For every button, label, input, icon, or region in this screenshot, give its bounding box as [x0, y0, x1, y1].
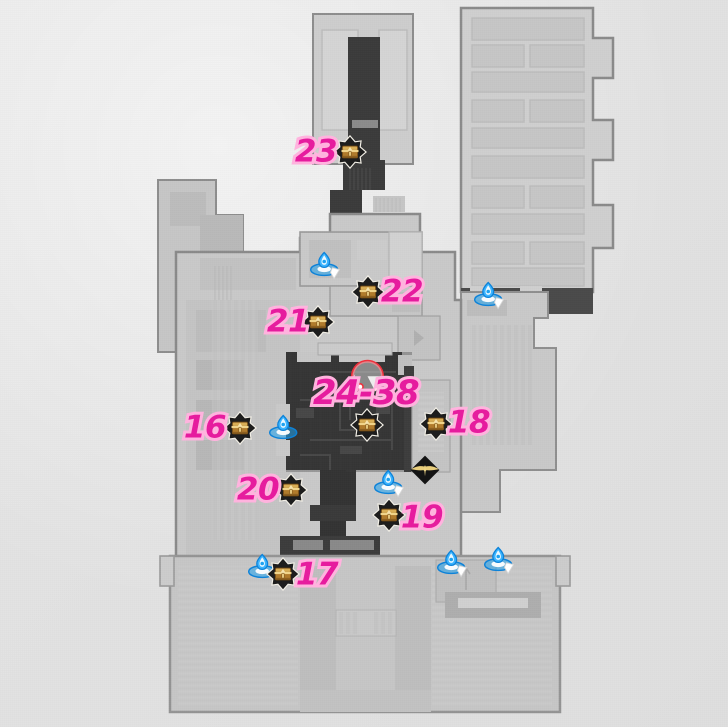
map-number-label-text: 17 — [295, 556, 339, 593]
map-number-label-text: 21 — [266, 303, 310, 340]
map-number-label-text: 16 — [183, 409, 227, 446]
teleport-beacon-icon[interactable] — [372, 466, 406, 500]
map-number-label-outline: 21 — [264, 303, 313, 340]
map-number-label-text: 19 — [400, 499, 444, 536]
map-number-label-outline: 18 — [445, 404, 494, 441]
map-number-label-text: 23 — [294, 133, 338, 170]
teleport-beacon-icon[interactable] — [308, 248, 342, 282]
treasure-chest-icon[interactable] — [350, 274, 386, 310]
region-right-block — [459, 6, 615, 314]
region-detail-strips — [214, 168, 405, 300]
region-bottom-plaza — [159, 554, 571, 714]
treasure-chest-icon[interactable] — [222, 410, 258, 446]
treasure-chest-icon[interactable] — [265, 556, 301, 592]
treasure-chest-icon[interactable] — [273, 472, 309, 508]
region-right-wing — [460, 291, 557, 513]
map-number-label-outline: 16 — [181, 409, 230, 446]
region-left-upper-wing — [157, 179, 244, 353]
map-number-label-outline: 19 — [398, 499, 447, 536]
treasure-chest-icon[interactable] — [371, 497, 407, 533]
map-number-label-outline: 22 — [378, 273, 427, 310]
treasure-chest-icon[interactable] — [332, 134, 368, 170]
treasure-chest-icon[interactable] — [418, 406, 454, 442]
teleport-beacon-icon[interactable] — [435, 546, 469, 580]
map-number-label-text: 18 — [447, 404, 491, 441]
map-number-label-outline: 23 — [292, 133, 341, 170]
teleport-beacon-icon[interactable] — [246, 550, 280, 584]
map-number-label-outline: 20 — [234, 471, 283, 508]
map-number-label-text: 20 — [236, 471, 280, 508]
map-number-label-text: 22 — [380, 273, 424, 310]
golden-bird-emblem-icon[interactable] — [409, 454, 441, 486]
teleport-beacon-icon[interactable] — [472, 278, 506, 312]
map-number-label-outline: 17 — [293, 556, 342, 593]
treasure-chest-icon[interactable] — [300, 304, 336, 340]
map-number-label-text: 24-38 — [312, 373, 420, 413]
player-position-icon — [340, 351, 396, 407]
teleport-beacon-icon[interactable] — [267, 411, 301, 445]
teleport-beacon-icon[interactable] — [482, 543, 516, 577]
map-number-label-outline: 24-38 — [310, 373, 423, 413]
treasure-chest-icon[interactable] — [349, 407, 385, 443]
